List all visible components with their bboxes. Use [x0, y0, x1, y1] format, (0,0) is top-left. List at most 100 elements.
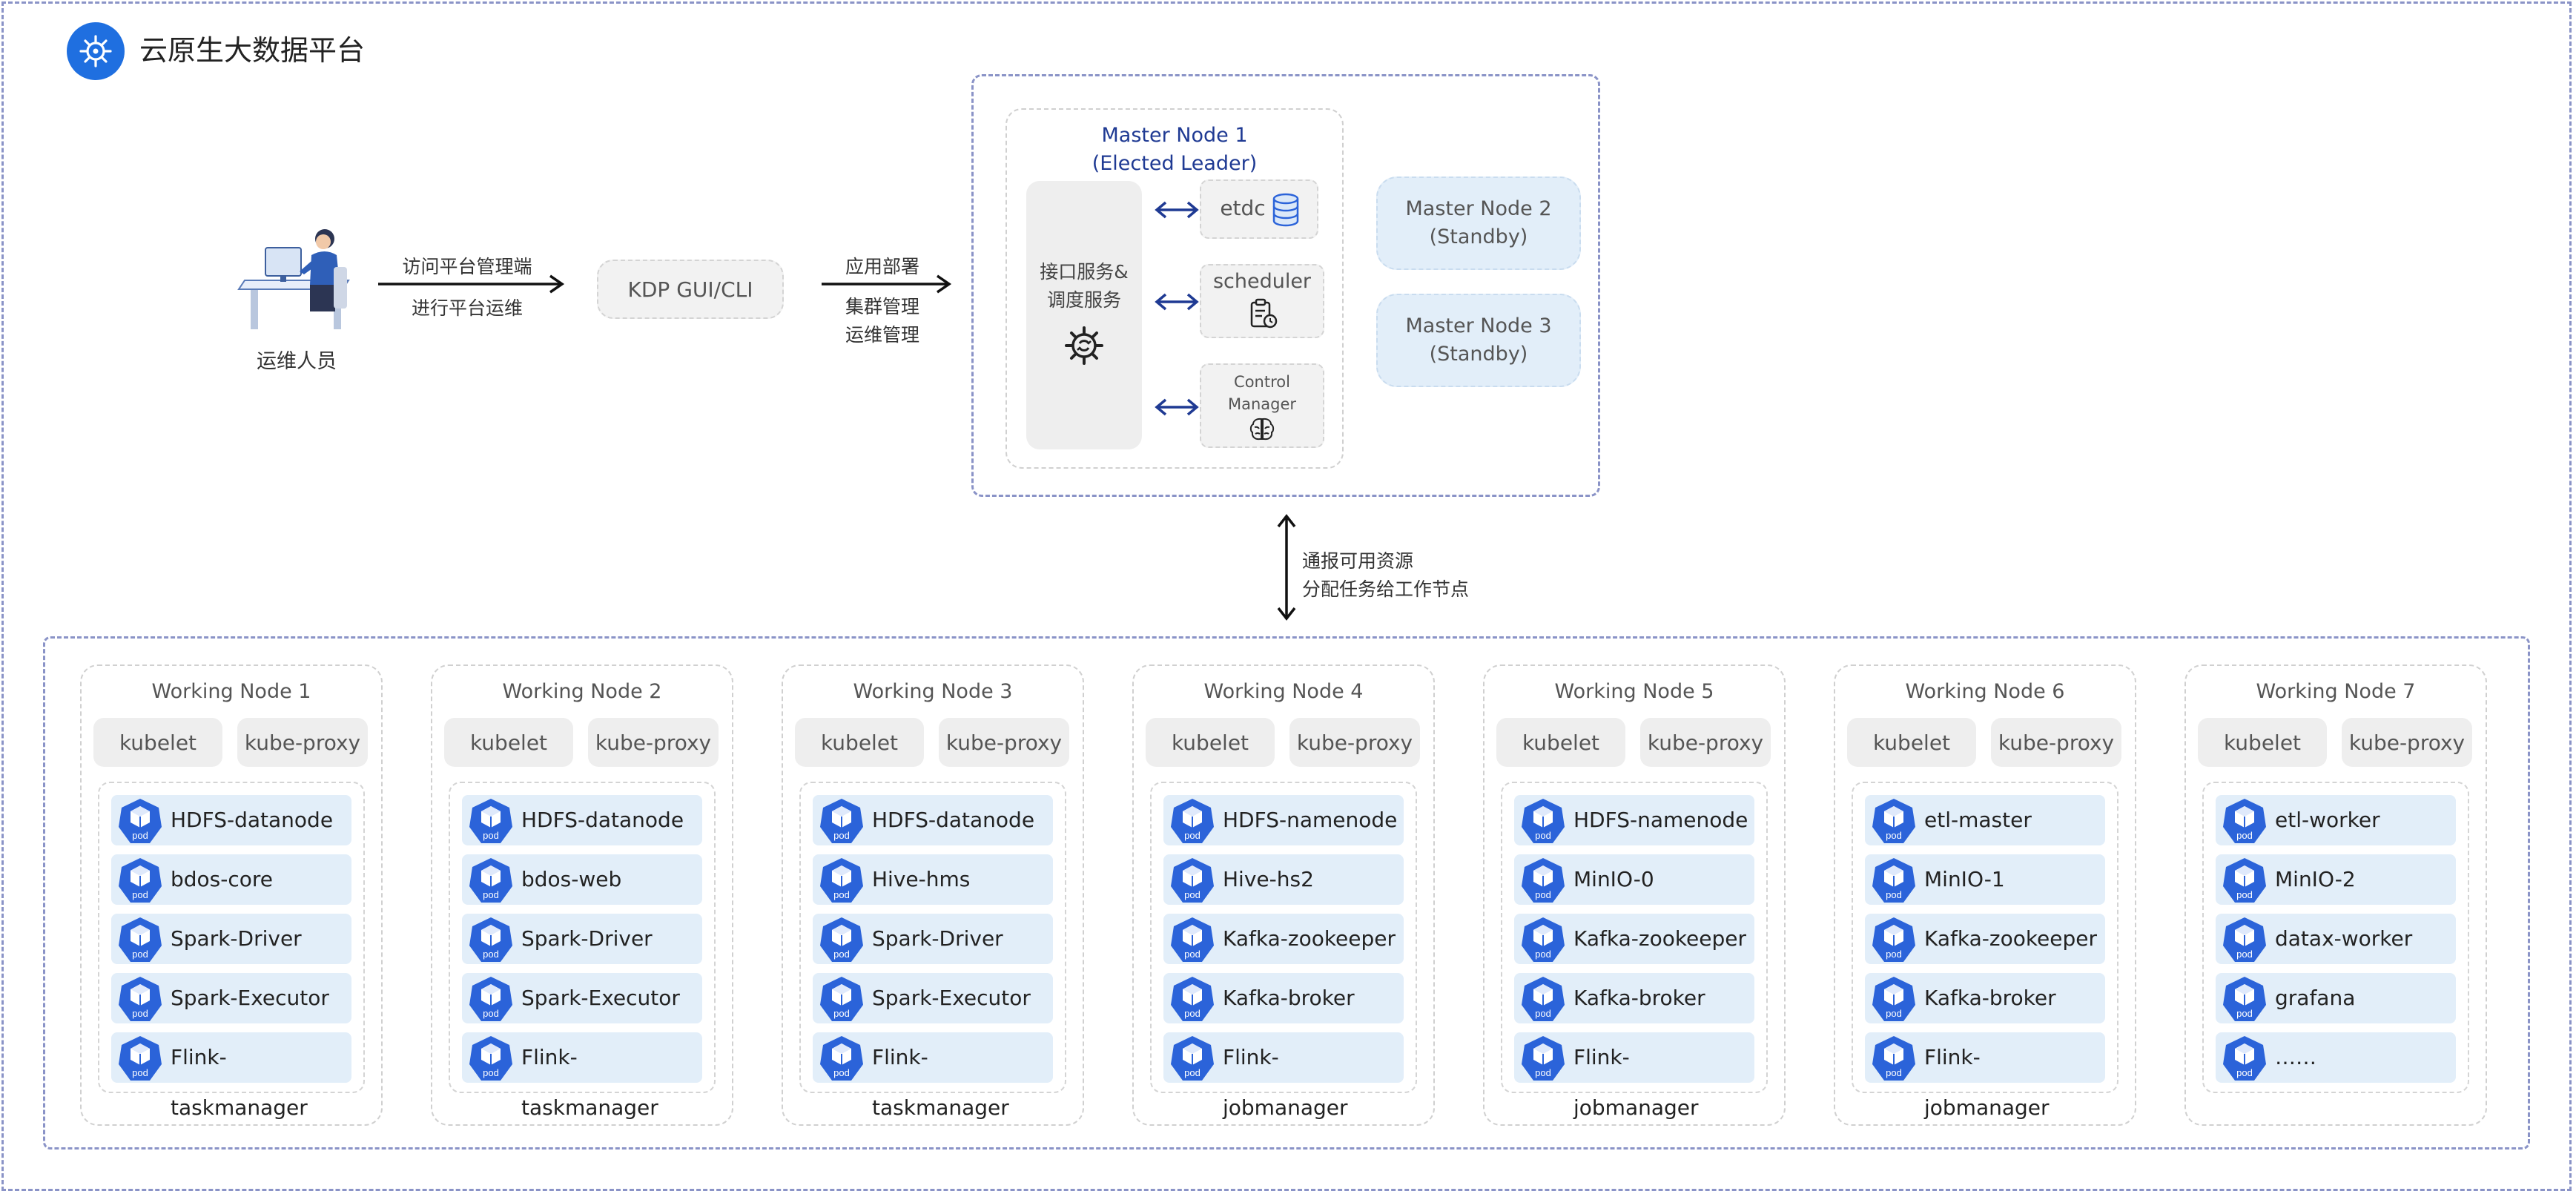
svg-text:pod: pod	[1535, 949, 1551, 960]
kubelet-box: kubelet	[795, 718, 924, 767]
pod-item: pod ……	[2216, 1032, 2456, 1083]
pod-label: Kafka-zookeeper	[1223, 926, 1396, 951]
pod-label: Flink-jobmanager	[1573, 1045, 1699, 1120]
pod-label: grafana	[2275, 986, 2356, 1010]
pod-icon: pod	[820, 977, 863, 1021]
svg-text:pod: pod	[483, 830, 499, 841]
pod-item: pod Flink-taskmanager	[462, 1032, 702, 1120]
control-manager-label: Control Manager	[1227, 373, 1297, 413]
working-node-title: Working Node 4	[1203, 680, 1364, 703]
kubelet-box: kubelet	[93, 718, 222, 767]
pod-icon: pod	[2223, 858, 2266, 903]
pod-label: Spark-Driver	[521, 926, 653, 951]
master-node-2: Master Node 2(Standby)	[1376, 177, 1581, 270]
svg-text:pod: pod	[483, 1008, 499, 1019]
pod-icon: pod	[1872, 799, 1915, 843]
pod-icon: pod	[1872, 858, 1915, 903]
pod-item: pod Flink-taskmanager	[111, 1032, 351, 1120]
pod-label: Hive-hs2	[1223, 867, 1314, 891]
pod-label: Kafka-broker	[1573, 986, 1705, 1010]
page-title: 云原生大数据平台	[139, 34, 366, 67]
pod-icon: pod	[2223, 977, 2266, 1021]
pod-icon: pod	[119, 799, 162, 843]
svg-text:pod: pod	[1184, 830, 1201, 841]
pod-icon: pod	[119, 917, 162, 962]
pod-icon: pod	[1171, 1036, 1214, 1081]
pod-icon: pod	[1872, 917, 1915, 962]
svg-text:pod: pod	[2236, 889, 2253, 900]
pod-label: Kafka-zookeeper	[1924, 926, 2098, 951]
pod-label: MinIO-0	[1573, 867, 1654, 891]
arrow1-label-bottom: 进行平台运维	[411, 297, 523, 319]
svg-text:pod: pod	[1184, 1067, 1201, 1078]
pod-icon: pod	[820, 917, 863, 962]
pod-icon: pod	[820, 799, 863, 843]
pod-icon: pod	[1522, 858, 1565, 903]
pod-label: MinIO-2	[2275, 867, 2356, 891]
pod-label: Flink-taskmanager	[872, 1045, 1009, 1120]
pods-frame	[799, 782, 1066, 1093]
pod-item: pod MinIO-0	[1514, 854, 1754, 905]
svg-text:pod: pod	[833, 1008, 850, 1019]
pod-label: HDFS-namenode	[1223, 808, 1398, 832]
pod-icon: pod	[469, 799, 512, 843]
master-node-3: Master Node 3(Standby)	[1376, 294, 1581, 387]
pod-item: pod Kafka-broker	[1514, 973, 1754, 1023]
etcd-label: etdc	[1220, 196, 1266, 220]
pod-label: Spark-Executor	[521, 986, 680, 1010]
link-label: 通报可用资源 分配任务给工作节点	[1302, 550, 1470, 600]
pod-item: pod HDFS-datanode	[111, 795, 351, 845]
pods-frame	[1501, 782, 1768, 1093]
pod-label: Kafka-broker	[1924, 986, 2056, 1010]
worker-cluster-frame	[43, 636, 2530, 1150]
vertical-double-arrow-icon	[1277, 514, 1296, 621]
pod-item: pod etl-worker	[2216, 795, 2456, 845]
kube-proxy-box: kube-proxy	[1640, 718, 1771, 767]
svg-text:pod: pod	[1184, 1008, 1201, 1019]
pod-label: Spark-Executor	[171, 986, 329, 1010]
pod-item: pod MinIO-2	[2216, 854, 2456, 905]
pod-icon: pod	[2223, 799, 2266, 843]
pod-item: pod HDFS-datanode	[462, 795, 702, 845]
pod-item: pod Flink-jobmanager	[1865, 1032, 2105, 1120]
pod-item: pod HDFS-namenode	[1514, 795, 1754, 845]
pod-label: etl-worker	[2275, 808, 2380, 832]
working-node	[431, 664, 733, 1126]
pod-item: pod Hive-hms	[813, 854, 1053, 905]
pod-icon: pod	[119, 858, 162, 903]
pod-item: pod Flink-taskmanager	[813, 1032, 1053, 1120]
svg-text:pod: pod	[1886, 830, 1902, 841]
scheduler-label: scheduler	[1212, 270, 1312, 293]
working-node-title: Working Node 1	[151, 680, 311, 703]
pod-icon: pod	[1171, 977, 1214, 1021]
working-node	[1132, 664, 1435, 1126]
pod-label: Spark-Driver	[171, 926, 302, 951]
pod-item: pod Spark-Driver	[462, 914, 702, 964]
kdp-gui-cli-box: KDP GUI/CLI	[597, 260, 784, 319]
pod-icon: pod	[2223, 1036, 2266, 1081]
pod-label: ……	[2275, 1045, 2316, 1069]
arrow-right-icon	[822, 274, 952, 294]
pod-label: bdos-core	[171, 867, 274, 891]
svg-text:pod: pod	[2236, 1008, 2253, 1019]
pod-item: pod Kafka-broker	[1865, 973, 2105, 1023]
pods-frame	[98, 782, 365, 1093]
pod-icon: pod	[469, 1036, 512, 1081]
pod-label: Flink-jobmanager	[1924, 1045, 2050, 1120]
svg-text:pod: pod	[132, 889, 148, 900]
control-manager-component	[1200, 363, 1324, 448]
pods-frame	[1852, 782, 2118, 1093]
pod-icon: pod	[1522, 1036, 1565, 1081]
database-icon	[1272, 193, 1299, 227]
svg-text:pod: pod	[483, 949, 499, 960]
pod-item: pod HDFS-datanode	[813, 795, 1053, 845]
kube-proxy-box: kube-proxy	[237, 718, 368, 767]
pod-icon: pod	[119, 977, 162, 1021]
working-node-title: Working Node 2	[502, 680, 662, 703]
svg-text:pod: pod	[132, 1067, 148, 1078]
svg-text:pod: pod	[833, 889, 850, 900]
kubelet-box: kubelet	[444, 718, 573, 767]
pod-icon: pod	[119, 1036, 162, 1081]
master-cluster-frame	[971, 74, 1600, 497]
pod-label: etl-master	[1924, 808, 2032, 832]
